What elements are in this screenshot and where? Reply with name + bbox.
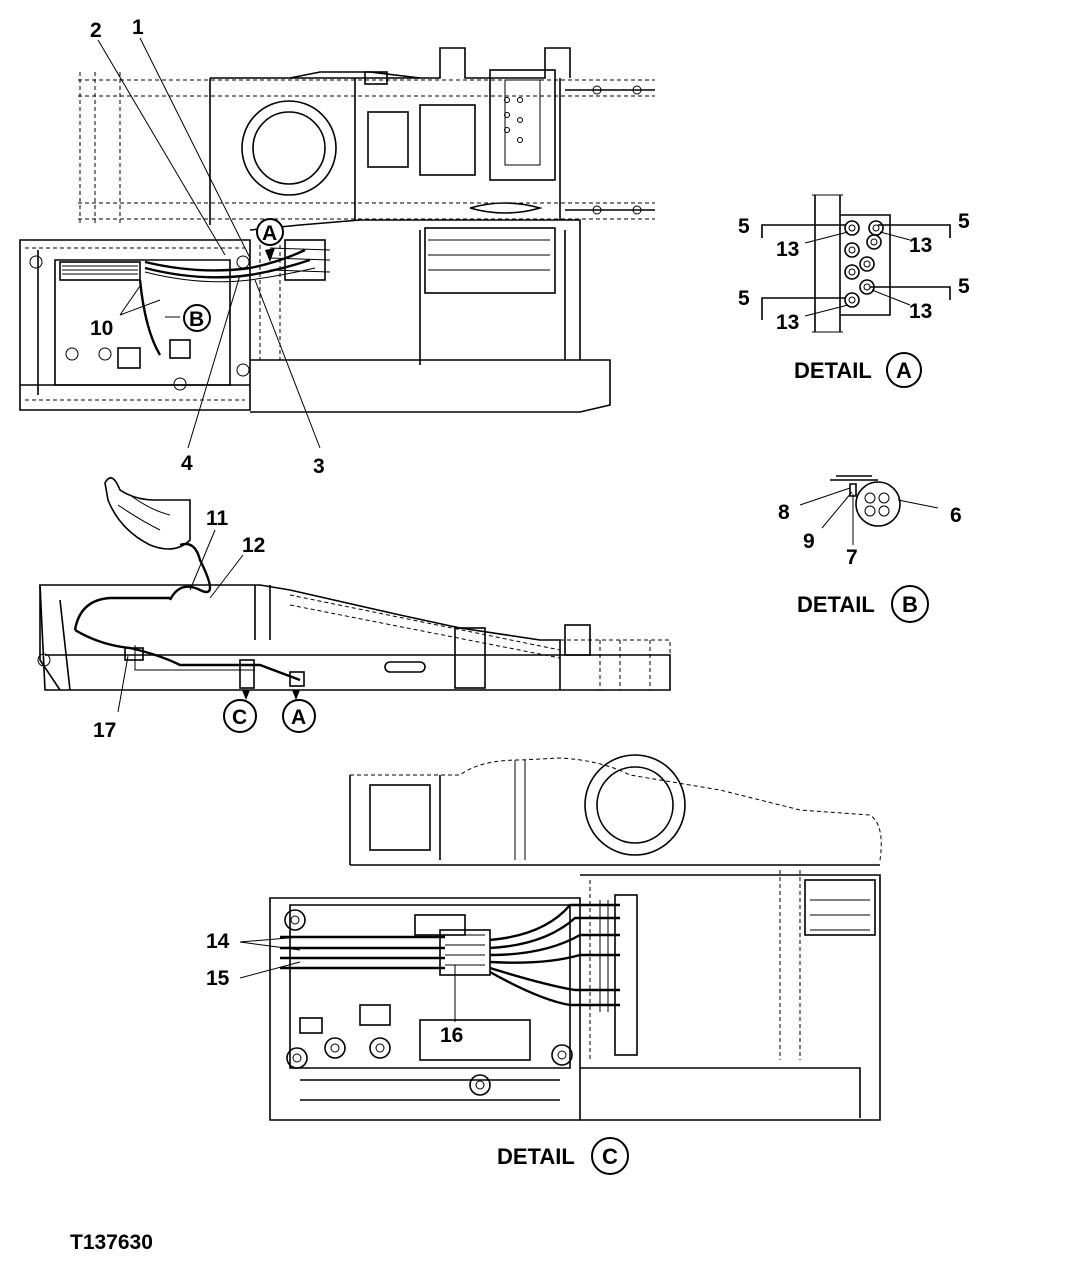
detail-a-title-word: DETAIL bbox=[794, 358, 872, 383]
callout-15: 15 bbox=[206, 967, 230, 990]
detail-b-marker bbox=[183, 304, 211, 332]
detail-c-title-letter: C bbox=[602, 1144, 618, 1169]
callout-5-a1: 5 bbox=[738, 215, 750, 238]
detail-a-marker-side bbox=[282, 699, 316, 733]
detail-a-title-circle bbox=[886, 352, 922, 388]
callout-10: 10 bbox=[90, 317, 113, 340]
detail-b-title-word: DETAIL bbox=[797, 592, 875, 617]
detail-b-marker-label: B bbox=[189, 308, 204, 331]
callout-5-a3: 5 bbox=[738, 287, 750, 310]
detail-a-marker-side-label: A bbox=[291, 706, 306, 729]
callout-9: 9 bbox=[803, 530, 815, 553]
figure-id: T137630 bbox=[70, 1231, 153, 1254]
detail-c-drawing bbox=[239, 754, 882, 1121]
callout-13-a2: 13 bbox=[909, 234, 932, 257]
callout-11: 11 bbox=[206, 507, 229, 530]
callout-17: 17 bbox=[93, 719, 116, 742]
detail-b-title-circle bbox=[891, 585, 929, 623]
upper-frame-view bbox=[19, 47, 655, 413]
detail-c-title-word: DETAIL bbox=[497, 1144, 575, 1169]
callout-13-a3: 13 bbox=[776, 311, 799, 334]
detail-b-title-letter: B bbox=[902, 592, 918, 617]
callout-6: 6 bbox=[950, 504, 962, 527]
callout-4: 4 bbox=[181, 452, 193, 475]
detail-a-marker-top-label: A bbox=[262, 222, 277, 245]
callout-2: 2 bbox=[90, 19, 102, 42]
callout-1: 1 bbox=[132, 16, 144, 39]
callout-16: 16 bbox=[440, 1024, 463, 1047]
callout-12: 12 bbox=[242, 534, 265, 557]
detail-a-title-letter: A bbox=[896, 358, 912, 383]
detail-a-drawing bbox=[761, 194, 951, 333]
callout-7: 7 bbox=[846, 546, 858, 569]
detail-c-marker bbox=[223, 699, 257, 733]
callout-8: 8 bbox=[778, 501, 790, 524]
callout-13-a4: 13 bbox=[909, 300, 932, 323]
callout-5-a4: 5 bbox=[958, 275, 970, 298]
callout-14: 14 bbox=[206, 930, 230, 953]
upper-leaders bbox=[97, 37, 321, 449]
side-view bbox=[37, 477, 671, 713]
detail-b-drawing bbox=[799, 475, 939, 545]
detail-c-title-circle bbox=[591, 1137, 629, 1175]
callout-13-a1: 13 bbox=[776, 238, 799, 261]
detail-a-marker-top bbox=[256, 218, 284, 246]
callout-5-a2: 5 bbox=[958, 210, 970, 233]
callout-3: 3 bbox=[313, 455, 325, 478]
detail-c-marker-label: C bbox=[232, 706, 247, 729]
